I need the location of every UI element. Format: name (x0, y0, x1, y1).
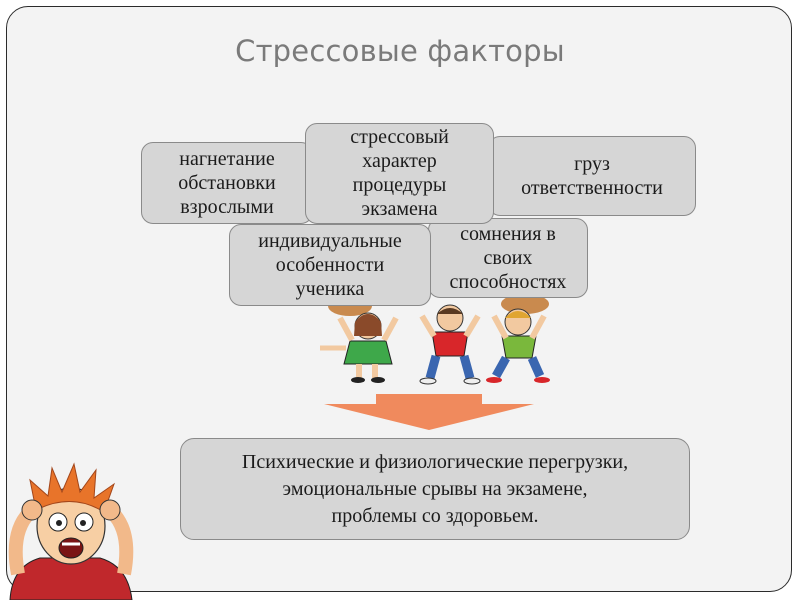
down-arrow-icon (324, 394, 534, 430)
result-box: Психические и физиологические перегрузки… (180, 438, 690, 540)
factor-box-individual: индивидуальные особенности ученика (229, 224, 431, 306)
factor-box-procedure: стрессовый характер процедуры экзамена (305, 123, 494, 224)
slide-title: Стрессовые факторы (235, 34, 565, 68)
factor-box-adults: нагнетание обстановки взрослыми (141, 142, 313, 224)
factor-box-doubt: сомнения в своих способностях (428, 218, 588, 298)
students-carrying-burden-illustration (320, 296, 550, 385)
stressed-person-illustration (8, 462, 134, 600)
factor-box-responsibility: груз ответственности (488, 136, 696, 216)
